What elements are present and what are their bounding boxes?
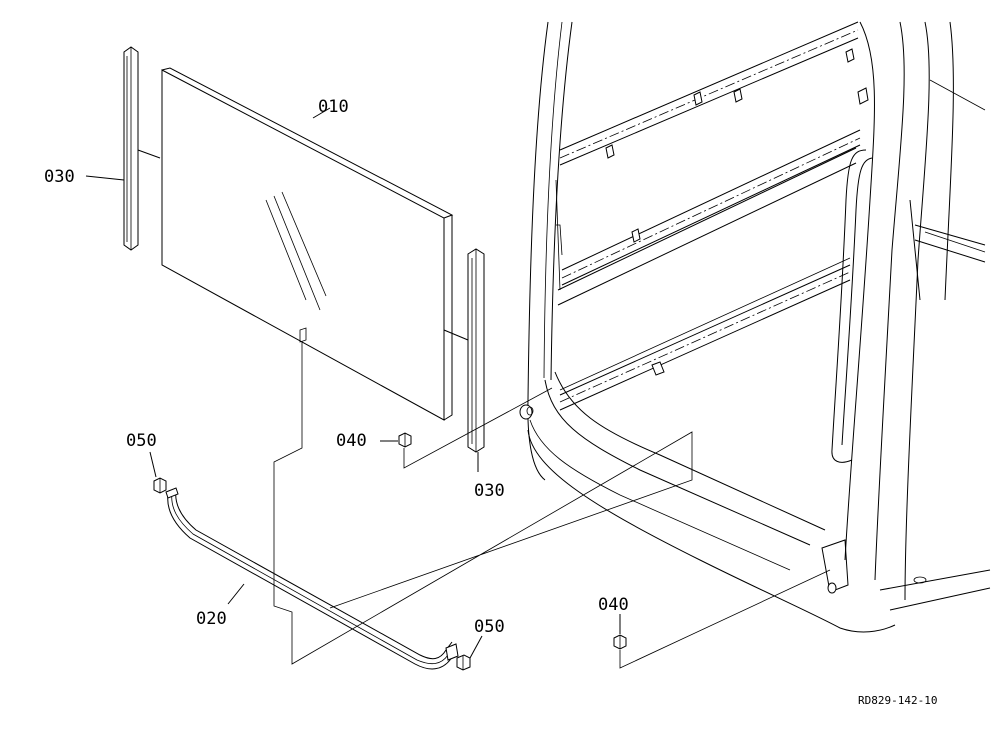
cab-frame — [519, 21, 991, 633]
leader-050-left — [149, 451, 157, 478]
label-050-left: 050 — [126, 431, 157, 451]
clip-mid — [398, 432, 412, 448]
label-030-left: 030 — [44, 167, 75, 187]
label-050-right: 050 — [474, 617, 505, 637]
label-030-right: 030 — [474, 481, 505, 501]
weather-strip-right — [467, 248, 485, 453]
lower-seal — [165, 487, 459, 670]
assembly-guide-lines — [273, 342, 693, 665]
label-020: 020 — [196, 609, 227, 629]
leader-010 — [312, 107, 331, 119]
leader-030-left — [85, 175, 125, 181]
clip-low — [613, 634, 627, 650]
end-cap-left — [153, 477, 167, 494]
weather-strip-left — [123, 46, 161, 251]
label-040-low: 040 — [598, 595, 629, 615]
label-010: 010 — [318, 97, 349, 117]
end-cap-right — [456, 654, 471, 671]
label-040-mid: 040 — [336, 431, 367, 451]
guide-line-clip-mid — [403, 387, 553, 469]
leader-020 — [227, 583, 245, 605]
glass-panel — [161, 67, 469, 421]
leader-050-right — [469, 635, 483, 659]
guide-line-clip-low — [619, 569, 831, 669]
reference-code: RD829-142-10 — [858, 694, 937, 707]
